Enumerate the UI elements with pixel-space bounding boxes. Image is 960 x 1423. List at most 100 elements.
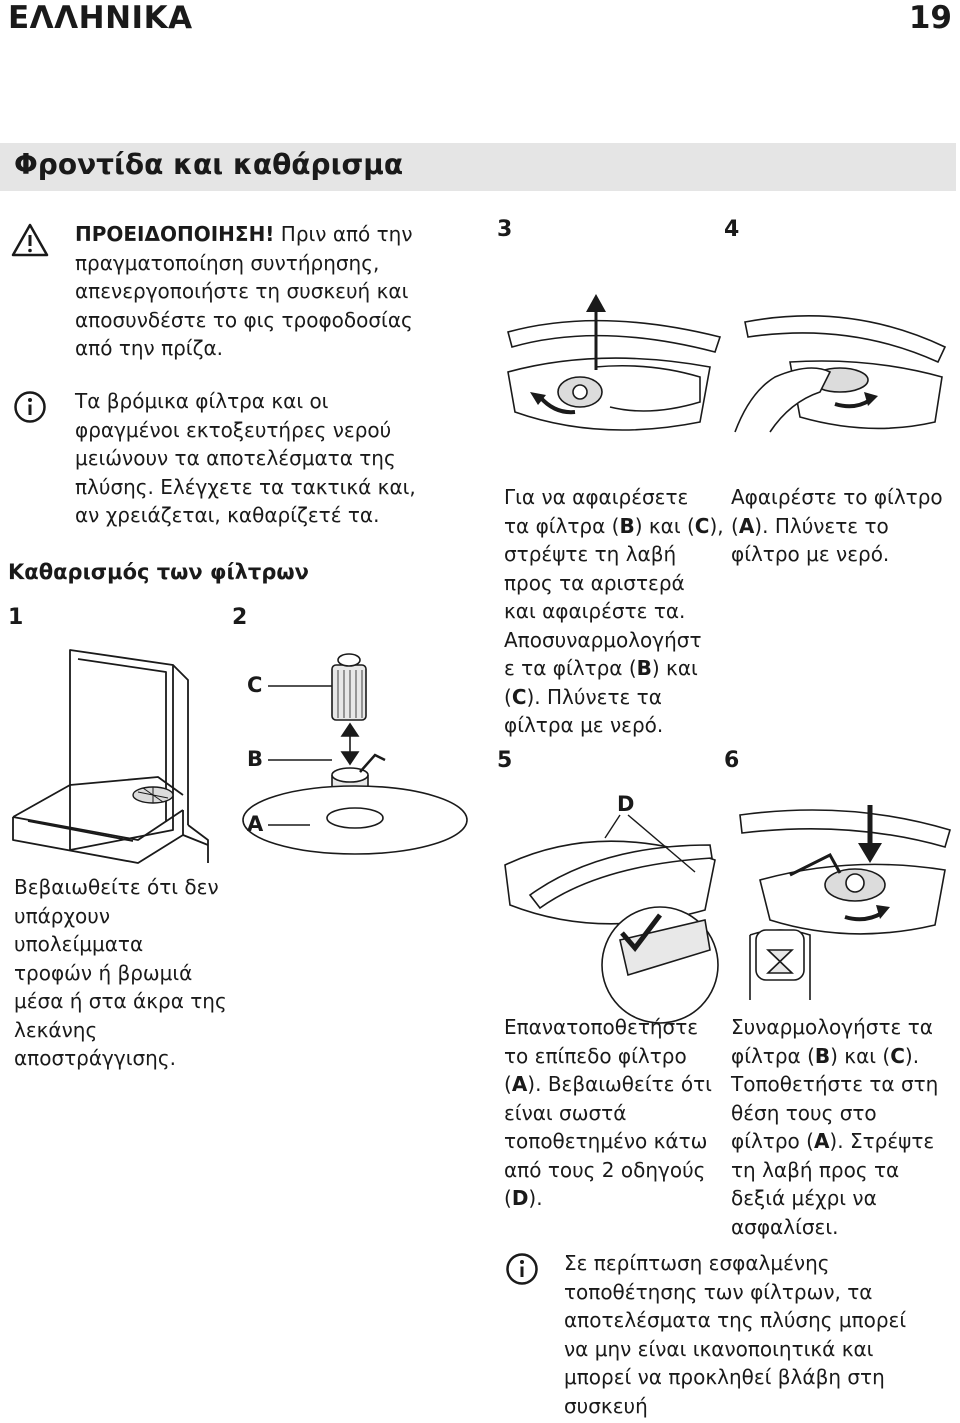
text-segment: τα φίλτρα ( [504,513,620,538]
text-segment: ), [709,513,724,538]
text-segment: το επίπεδο φίλτρο [504,1043,687,1068]
step-1-text: Βεβαιωθείτε ότι δεν υπάρχουν υπολείμματα… [14,873,227,1073]
section-bar [0,143,956,191]
bold-ref-letter: C [890,1043,905,1068]
language-header: ΕΛΛΗΝΙΚΑ [8,0,193,36]
bold-ref-letter: A [813,1129,830,1153]
step-3-line: φίλτρα με νερό. [504,711,724,740]
bold-ref-letter: B [814,1043,831,1068]
text-segment: ). [528,1186,543,1210]
step-1-line: αποστράγγισης. [14,1046,176,1070]
info-2-line: συσκευή [564,1393,648,1418]
step-6-line: Συναρμολογήστε τα [731,1013,938,1042]
step-3-line: προς τα αριστερά [504,569,724,598]
text-segment: φίλτρα με νερό. [504,713,664,737]
info-2-text: Σε περίπτωση εσφαλμένης τοποθέτησης των … [564,1249,906,1420]
step-3-line: Αποσυναρμολογήστ [504,626,724,655]
warning-line: από την πρίζα. [75,336,223,360]
text-segment: ). Πλύνετε το [754,513,889,538]
step-number-1: 1 [8,605,24,630]
label-b: B [247,747,264,771]
text-segment: ). Πλύνετε τα [526,684,662,709]
label-a: A [247,812,264,836]
text-segment: ) και [651,656,698,680]
step-3-line: τα φίλτρα (B) και (C), [504,512,724,541]
text-segment: Συναρμολογήστε τα [731,1015,933,1039]
text-segment: στρέψτε τη λαβή [504,542,677,566]
step-3-line: (C). Πλύνετε τα [504,683,724,712]
step-6-line: ασφαλίσει. [731,1213,938,1242]
label-d: D [617,792,635,816]
text-segment: και αφαιρέστε τα. [504,599,686,623]
text-segment: δεξιά μέχρι να [731,1186,877,1210]
text-segment: ( [504,684,512,709]
warning-line: Πριν από την [274,222,413,246]
step-6-line: θέση τους στο [731,1099,938,1128]
text-segment: ( [731,513,739,538]
text-segment: Αφαιρέστε το φίλτρο [731,485,943,509]
step-1-line: υπάρχουν [14,903,111,928]
bold-ref-letter: C [511,684,527,709]
step-4-line: (A). Πλύνετε το [731,512,943,541]
page-number: 19 [908,0,952,36]
text-segment: ). Βεβαιωθείτε ότι [527,1072,712,1096]
bold-ref-letter: A [511,1072,528,1096]
step-6-line: τη λαβή προς τα [731,1156,938,1185]
remove-filters-illustration [500,294,725,442]
text-segment: ασφαλίσει. [731,1214,839,1239]
step-5-line: (D). [504,1184,712,1213]
text-segment: ) και ( [634,513,695,538]
text-segment: Αποσυναρμολογήστ [504,627,702,652]
text-segment: Επανατοποθετήστε [504,1015,699,1039]
step-3-line: και αφαιρέστε τα. [504,597,724,626]
info-2-line: αποτελέσματα της πλύσης μπορεί [564,1308,907,1332]
info-line: πλύσης. Ελέγχετε τα τακτικά και, [75,474,416,499]
warning-line: αποσυνδέστε το φις τροφοδοσίας [75,307,413,332]
step-6-line: φίλτρο (A). Στρέψτε [731,1127,938,1156]
info-icon [13,390,47,424]
bold-ref-letter: B [619,513,635,538]
subheading: Καθαρισμός των φίλτρων [8,560,309,584]
step-number-2: 2 [232,605,248,630]
step-number-3: 3 [497,217,513,242]
step-1-line: Βεβαιωθείτε ότι δεν [14,875,219,899]
step-5-line: τοποθετημένο κάτω [504,1127,712,1156]
assemble-filters-illustration [730,795,952,1000]
bold-ref-letter: D [511,1186,529,1210]
text-segment: φίλτρο με νερό. [731,542,890,566]
step-5-line: (A). Βεβαιωθείτε ότι [504,1070,712,1099]
dishwasher-open-illustration [8,645,230,867]
section-title: Φροντίδα και καθάρισμα [14,148,404,181]
step-5-line: από τους 2 οδηγούς [504,1156,712,1185]
text-segment: από τους 2 οδηγούς [504,1157,706,1182]
step-1-line: τροφών ή βρωμιά [14,960,193,985]
text-segment: ) και ( [830,1043,891,1068]
step-1-line: μέσα ή στα άκρα της [14,989,227,1013]
info-2-line: τοποθέτησης των φίλτρων, τα [564,1279,873,1304]
info-line: μειώνουν τα αποτελέσματα της [75,446,396,470]
info-icon [505,1252,539,1286]
filters-exploded-illustration [240,650,485,865]
info-2-line: Σε περίπτωση εσφαλμένης [564,1251,830,1275]
step-6-text: Συναρμολογήστε τα φίλτρα (B) και (C). Το… [731,1013,938,1241]
warning-label: ΠΡΟΕΙΔΟΠΟΙΗΣΗ! [75,222,275,246]
text-segment: ( [504,1186,512,1210]
bold-ref-letter: B [636,656,652,680]
step-6-line: δεξιά μέχρι να [731,1184,938,1213]
text-segment: ( [504,1072,512,1096]
step-5-line: Επανατοποθετήστε [504,1013,712,1042]
step-4-text: Αφαιρέστε το φίλτρο (A). Πλύνετε το φίλτ… [731,483,943,569]
step-3-text: Για να αφαιρέσετε τα φίλτρα (B) και (C),… [504,483,724,740]
text-segment: ). Στρέψτε [829,1129,935,1153]
text-segment: τοποθετημένο κάτω [504,1129,708,1153]
step-6-line: Τοποθετήστε τα στη [731,1070,938,1099]
bold-ref-letter: C [694,513,710,538]
reinstall-flat-filter-illustration [500,790,725,990]
text-segment: φίλτρο ( [731,1129,814,1153]
info-line: αν χρειάζεται, καθαρίζετέ τα. [75,503,380,527]
label-c: C [247,673,263,697]
text-segment: ε τα φίλτρα ( [504,656,637,680]
text-segment: Τοποθετήστε τα στη [731,1072,939,1096]
step-4-line: Αφαιρέστε το φίλτρο [731,483,943,512]
bold-ref-letter: A [738,513,755,538]
